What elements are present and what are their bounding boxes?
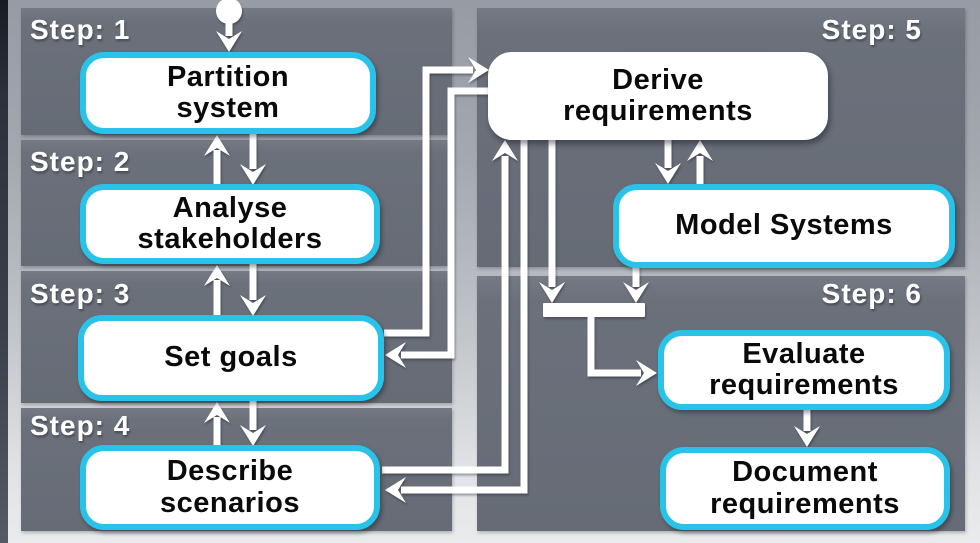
arrow-partition-to-analyse-down xyxy=(240,133,266,185)
node-model-systems: Model Systems xyxy=(613,184,955,268)
step-3-label: Step: 3 xyxy=(30,278,131,309)
arrow-evaluate-to-document-down xyxy=(794,408,820,447)
node-label-line: Partition xyxy=(166,60,290,93)
connector-describe-to-derive xyxy=(382,140,518,474)
sync-bar-join xyxy=(543,303,645,317)
step-5-label: Step: 5 xyxy=(821,14,922,45)
connector-derive-to-describe xyxy=(385,138,528,503)
left-edge-strip xyxy=(0,0,8,543)
node-describe-scenarios: Describe scenarios xyxy=(80,445,380,530)
arrow-model-to-derive-up xyxy=(687,140,713,186)
node-label-line: scenarios xyxy=(160,486,300,519)
arrow-analyse-to-partition-up xyxy=(204,135,230,186)
node-evaluate-requirements: Evaluate requirements xyxy=(658,330,950,410)
step-2-label: Step: 2 xyxy=(30,146,131,177)
node-analyse-stakeholders: Analyse stakeholders xyxy=(80,184,380,264)
node-label-line: requirements xyxy=(710,487,900,520)
arrow-setgoals-to-describe-down xyxy=(240,401,266,446)
node-label-line: stakeholders xyxy=(137,223,323,255)
arrow-derive-to-joinbar xyxy=(539,138,565,303)
start-node xyxy=(216,0,242,52)
arrow-setgoals-to-analyse-up xyxy=(204,265,230,317)
node-label-line: requirements xyxy=(709,369,899,401)
arrow-model-to-joinbar xyxy=(623,264,649,303)
node-label-line: Set goals xyxy=(164,341,298,374)
node-label-line: system xyxy=(176,92,280,124)
step-6-label: Step: 6 xyxy=(821,278,922,309)
step-4-label: Step: 4 xyxy=(30,410,131,441)
node-label-line: Derive xyxy=(612,63,704,96)
arrow-derive-to-model-down xyxy=(655,138,681,184)
arrow-describe-to-setgoals-up xyxy=(204,402,230,447)
node-label-line: Document xyxy=(732,456,878,489)
step-1-label: Step: 1 xyxy=(30,14,131,45)
connector-derive-to-setgoals xyxy=(385,87,492,368)
node-label-line: Model Systems xyxy=(675,209,893,242)
arrow-analyse-to-setgoals-down xyxy=(240,263,266,316)
node-label-line: requirements xyxy=(563,95,753,127)
node-partition-system: Partition system xyxy=(80,52,376,134)
node-set-goals: Set goals xyxy=(78,315,384,401)
node-label-line: Describe xyxy=(166,455,294,488)
connector-joinbar-to-evaluate xyxy=(587,314,657,386)
node-label-line: Analyse xyxy=(172,191,288,224)
node-label-line: Evaluate xyxy=(742,337,866,370)
node-document-requirements: Document requirements xyxy=(660,447,950,530)
node-derive-requirements: Derive requirements xyxy=(488,52,828,140)
connector-setgoals-to-derive xyxy=(384,57,489,337)
